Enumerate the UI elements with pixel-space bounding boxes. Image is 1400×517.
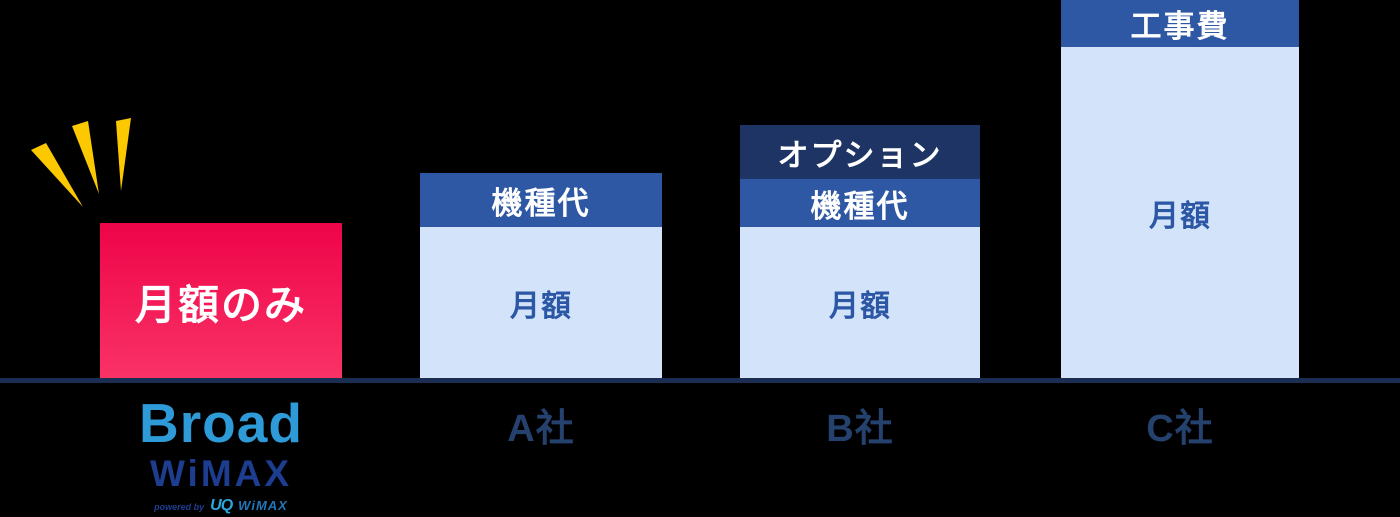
logo-powered-by-row: powered by UQ WiMAX: [154, 498, 288, 514]
bar-company-c: 工事費 月額: [1061, 0, 1299, 378]
segment-monthly-fee: 月額: [420, 227, 662, 378]
company-label-a: A社: [507, 407, 575, 450]
baseline-axis: [0, 378, 1400, 383]
segment-device-cost: 機種代: [740, 179, 980, 227]
segment-monthly-fee: 月額: [1061, 47, 1299, 378]
segment-monthly-fee: 月額: [740, 227, 980, 378]
ray-left: [31, 143, 83, 207]
uq-wimax-logo-text: WiMAX: [238, 498, 288, 513]
segment-monthly-only: 月額のみ: [100, 223, 342, 378]
segment-construction-fee: 工事費: [1061, 0, 1299, 47]
bar-company-a: 機種代 月額: [420, 173, 662, 378]
broad-wimax-logo: Broad WiMAX powered by UQ WiMAX: [100, 396, 342, 514]
bar-broad-wimax: 月額のみ: [100, 223, 342, 378]
logo-wimax-text: WiMAX: [149, 453, 293, 494]
uq-logo-text: UQ: [210, 497, 233, 514]
ray-middle: [72, 121, 99, 194]
company-label-b: B社: [826, 407, 894, 450]
ray-right: [116, 118, 131, 191]
logo-broad-text: Broad: [139, 392, 303, 454]
segment-option: オプション: [740, 125, 980, 179]
bar-company-b: オプション 機種代 月額: [740, 125, 980, 378]
company-label-c: C社: [1146, 407, 1214, 450]
segment-device-cost: 機種代: [420, 173, 662, 227]
powered-by-text: powered by: [154, 502, 205, 512]
